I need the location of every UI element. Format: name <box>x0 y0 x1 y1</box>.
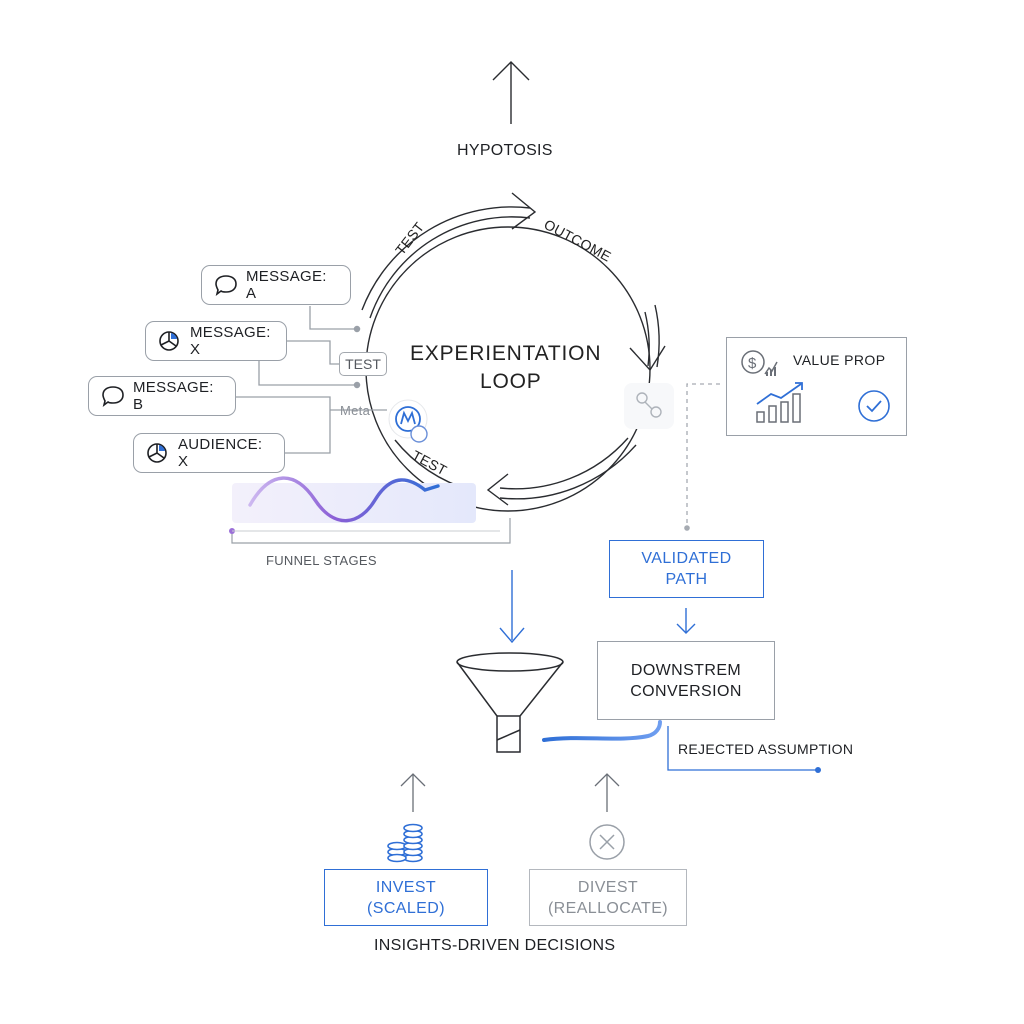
divest-line2: (REALLOCATE) <box>547 899 669 917</box>
validated-path-line1: VALIDATED <box>641 550 732 567</box>
validated-to-downstream-arrow <box>676 608 696 634</box>
invest-box[interactable]: INVEST (SCALED) <box>324 869 488 926</box>
speech-bubble-icon <box>212 273 240 297</box>
rejected-assumption-label: REJECTED ASSUMPTION <box>678 741 854 757</box>
coin-stack-icon <box>387 823 423 863</box>
chip-label: AUDIENCE: X <box>178 436 263 470</box>
pie-chart-icon <box>144 441 172 465</box>
meta-logo-icon <box>388 399 428 443</box>
svg-text:$: $ <box>748 355 757 372</box>
chip-message-a[interactable]: MESSAGE: A <box>201 265 351 305</box>
divest-line1: DIVEST <box>577 878 639 896</box>
share-node-icon <box>624 383 674 429</box>
invest-line1: INVEST <box>375 878 437 896</box>
x-circle-icon <box>589 824 625 860</box>
dollar-growth-icon: $ <box>739 348 779 384</box>
funnel-stages-label: FUNNEL STAGES <box>266 553 377 568</box>
downstream-conversion-box[interactable]: DOWNSTREM CONVERSION <box>597 641 775 720</box>
downstream-line2: CONVERSION <box>630 682 742 700</box>
loop-center-title-line1: EXPERIENTATION <box>410 342 602 365</box>
hypothesis-arrow <box>492 61 530 124</box>
funnel-output-stroke <box>542 720 662 742</box>
chip-label: MESSAGE: B <box>133 379 214 413</box>
rejected-connector <box>667 726 818 771</box>
chip-audience-x[interactable]: AUDIENCE: X <box>133 433 285 473</box>
funnel-stages-wave <box>229 476 511 544</box>
insights-driven-decisions-label: INSIGHTS-DRIVEN DECISIONS <box>374 937 616 954</box>
invest-line2: (SCALED) <box>367 899 445 917</box>
divest-box[interactable]: DIVEST (REALLOCATE) <box>529 869 687 926</box>
loop-center-title-line2: LOOP <box>480 370 542 393</box>
divest-up-arrow <box>594 773 620 812</box>
validated-path-box[interactable]: VALIDATED PATH <box>609 540 764 598</box>
speech-bubble-icon <box>99 384 127 408</box>
to-funnel-arrow <box>499 570 525 644</box>
invest-up-arrow <box>400 773 426 812</box>
meta-label: Meta <box>340 403 371 418</box>
value-prop-card: $ VALUE PROP <box>726 337 907 436</box>
validated-path-line2: PATH <box>665 571 708 588</box>
value-prop-connector <box>686 383 720 524</box>
check-circle-icon <box>857 389 891 429</box>
chip-label: MESSAGE: X <box>190 324 271 358</box>
hypothesis-label: HYPOTOSIS <box>457 142 553 159</box>
funnel-icon <box>456 652 564 753</box>
chip-label: MESSAGE: A <box>246 268 327 302</box>
chip-connectors <box>234 306 387 454</box>
test-tag: TEST <box>339 352 387 376</box>
bar-chart-growth-icon <box>755 380 811 430</box>
downstream-line1: DOWNSTREM <box>630 661 742 679</box>
chip-message-x[interactable]: MESSAGE: X <box>145 321 287 361</box>
pie-chart-icon <box>156 329 184 353</box>
value-prop-label: VALUE PROP <box>793 352 886 368</box>
chip-message-b[interactable]: MESSAGE: B <box>88 376 236 416</box>
